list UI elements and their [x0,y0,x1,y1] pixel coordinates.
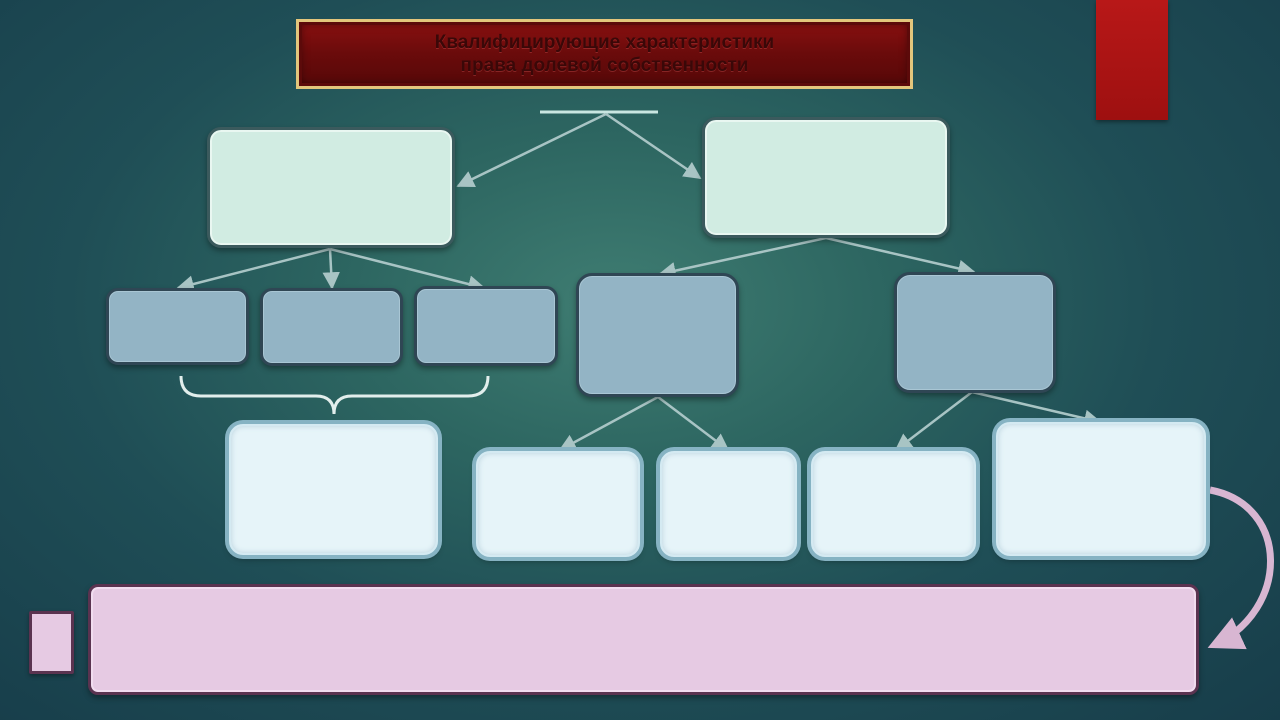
level3-box-1 [229,424,438,555]
arrow-l1a-l2a [176,247,331,293]
level2-box-3 [414,286,558,366]
bottom-marker-box [29,611,74,674]
level3-box-3 [660,451,797,557]
arrow-l2e-l3e [971,390,1102,427]
level2-box-4 [576,273,739,397]
arrow-root-right [605,112,702,180]
level2-box-2 [260,288,403,366]
curved-arrow [1207,486,1274,650]
bottom-summary-box [88,584,1199,695]
arrow-root-left [456,112,607,188]
level2-box-1 [106,288,249,365]
level3-box-4 [811,451,976,557]
level2-box-5 [894,272,1056,393]
arrow-l1a-l2b [322,248,340,290]
title-line-2: права долевой собственности [460,55,749,76]
arrow-l2d-l3b [558,395,659,452]
level1-box-left [207,127,455,248]
arrow-l1a-l2c [329,247,486,293]
arrow-l2d-l3c [657,396,730,452]
level3-box-5 [996,422,1206,556]
grouping-brace [179,375,490,415]
title-line-1: Квалифицирующие характеристики [434,32,775,53]
level3-box-2 [476,451,640,557]
arrow-l2e-l3d [894,391,973,452]
accent-tab [1096,0,1168,120]
level1-box-right [702,117,950,238]
arrow-l1b-l2d [658,236,827,280]
slide-title: Квалифицирующие характеристики права дол… [296,19,913,89]
arrow-l1b-l2e [825,236,976,278]
